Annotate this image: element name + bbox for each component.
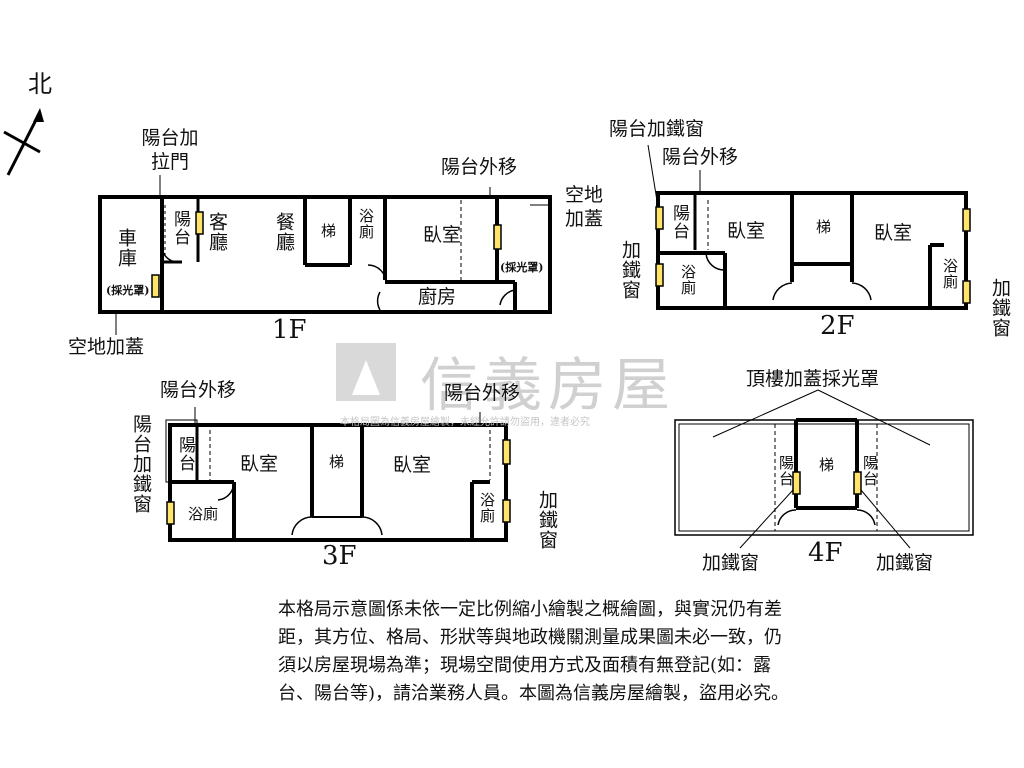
floor-name-1f: 1F — [272, 315, 307, 345]
room-bath-left-2f: 浴廁 — [679, 264, 697, 296]
room-bedroom: 臥室 — [423, 224, 462, 246]
room-bath: 浴廁 — [357, 208, 375, 240]
room-bath-left-3f: 浴廁 — [188, 505, 219, 523]
floor-2f — [647, 144, 971, 310]
floor-name-3f: 3F — [322, 541, 357, 571]
room-bath-right-2f: 浴廁 — [941, 258, 959, 290]
room-balcony-right-4f: 陽台 — [861, 455, 879, 487]
room-bedroom-left-3f: 臥室 — [240, 453, 279, 475]
floor-name-4f: 4F — [808, 538, 843, 568]
disclaimer-line: 台、陽台等)，請洽業務人員。本圖為信義房屋繪製，盜用必究。 — [278, 683, 790, 704]
room-bath-right-3f: 浴廁 — [478, 492, 496, 524]
floor-1f — [98, 175, 552, 335]
annotation-balcony-moved-3f-left: 陽台外移 — [160, 379, 237, 401]
annotation-balcony-moved-3f-right: 陽台外移 — [444, 382, 521, 404]
room-garage: 車庫 — [115, 228, 137, 268]
annotation-balcony-window-3f: 陽台加鐵窗 — [130, 414, 152, 514]
floor-4f — [674, 389, 974, 549]
room-balcony-2f: 陽台 — [669, 204, 689, 240]
room-balcony: 陽台 — [170, 210, 190, 246]
room-bedroom-right-3f: 臥室 — [393, 454, 432, 476]
room-dining: 餐廳 — [273, 212, 295, 252]
brand-logo-mark — [336, 343, 396, 401]
annotation-roof-skylight: 頂樓加蓋採光罩 — [746, 368, 880, 390]
room-skylight-2: (採光罩) — [500, 261, 544, 274]
annotation-window-right-3f: 加鐵窗 — [536, 490, 558, 550]
north-arrow — [3, 108, 44, 176]
room-kitchen: 廚房 — [418, 286, 457, 308]
room-stairs-3f: 梯 — [329, 453, 345, 471]
watermark-subtitle: 本格局圖為信義房屋繪製，未經允許請勿盜用，違者必究 — [340, 417, 590, 428]
annotation-balcony-moved-2f: 陽台外移 — [662, 146, 739, 168]
annotation-window-left-4f: 加鐵窗 — [702, 552, 760, 574]
annotation-balcony-door: 陽台加拉門 — [141, 127, 199, 173]
annotation-covered-bottom: 空地加蓋 — [68, 336, 145, 358]
disclaimer-line: 距，其方位、格局、形狀等與地政機關測量成果圖未必一致，仍 — [278, 627, 782, 648]
north-label: 北 — [28, 70, 52, 98]
floor-3f — [165, 407, 511, 542]
disclaimer-line: 須以房屋現場為準；現場空間使用方式及面積有無登記(如：露 — [278, 655, 772, 676]
disclaimer-line: 本格局示意圖係未依一定比例縮小繪製之概繪圖，與實況仍有差 — [278, 599, 782, 620]
annotation-window-left-2f: 加鐵窗 — [619, 240, 641, 300]
room-bedroom-right-2f: 臥室 — [874, 222, 913, 244]
annotation-window-right-2f: 加鐵窗 — [989, 278, 1011, 338]
room-living: 客廳 — [206, 212, 228, 252]
annotation-balcony-moved: 陽台外移 — [441, 156, 518, 178]
room-stairs-4f: 梯 — [819, 456, 835, 474]
room-stairs: 梯 — [321, 222, 337, 240]
room-stairs-2f: 梯 — [816, 218, 832, 236]
annotation-balcony-window-2f: 陽台加鐵窗 — [609, 118, 705, 140]
annotation-covered-top: 空地加蓋 — [565, 184, 604, 230]
annotation-window-right-4f: 加鐵窗 — [876, 552, 934, 574]
watermark-brand: 信義房屋 — [420, 351, 677, 419]
room-balcony-left-4f: 陽台 — [777, 455, 795, 487]
room-bedroom-left-2f: 臥室 — [727, 220, 766, 242]
disclaimer-text: 本格局示意圖係未依一定比例縮小繪製之概繪圖，與實況仍有差 距，其方位、格局、形狀… — [278, 596, 898, 708]
room-balcony-3f: 陽台 — [175, 436, 195, 472]
floor-name-2f: 2F — [820, 311, 855, 341]
room-skylight: (採光罩) — [106, 284, 150, 297]
